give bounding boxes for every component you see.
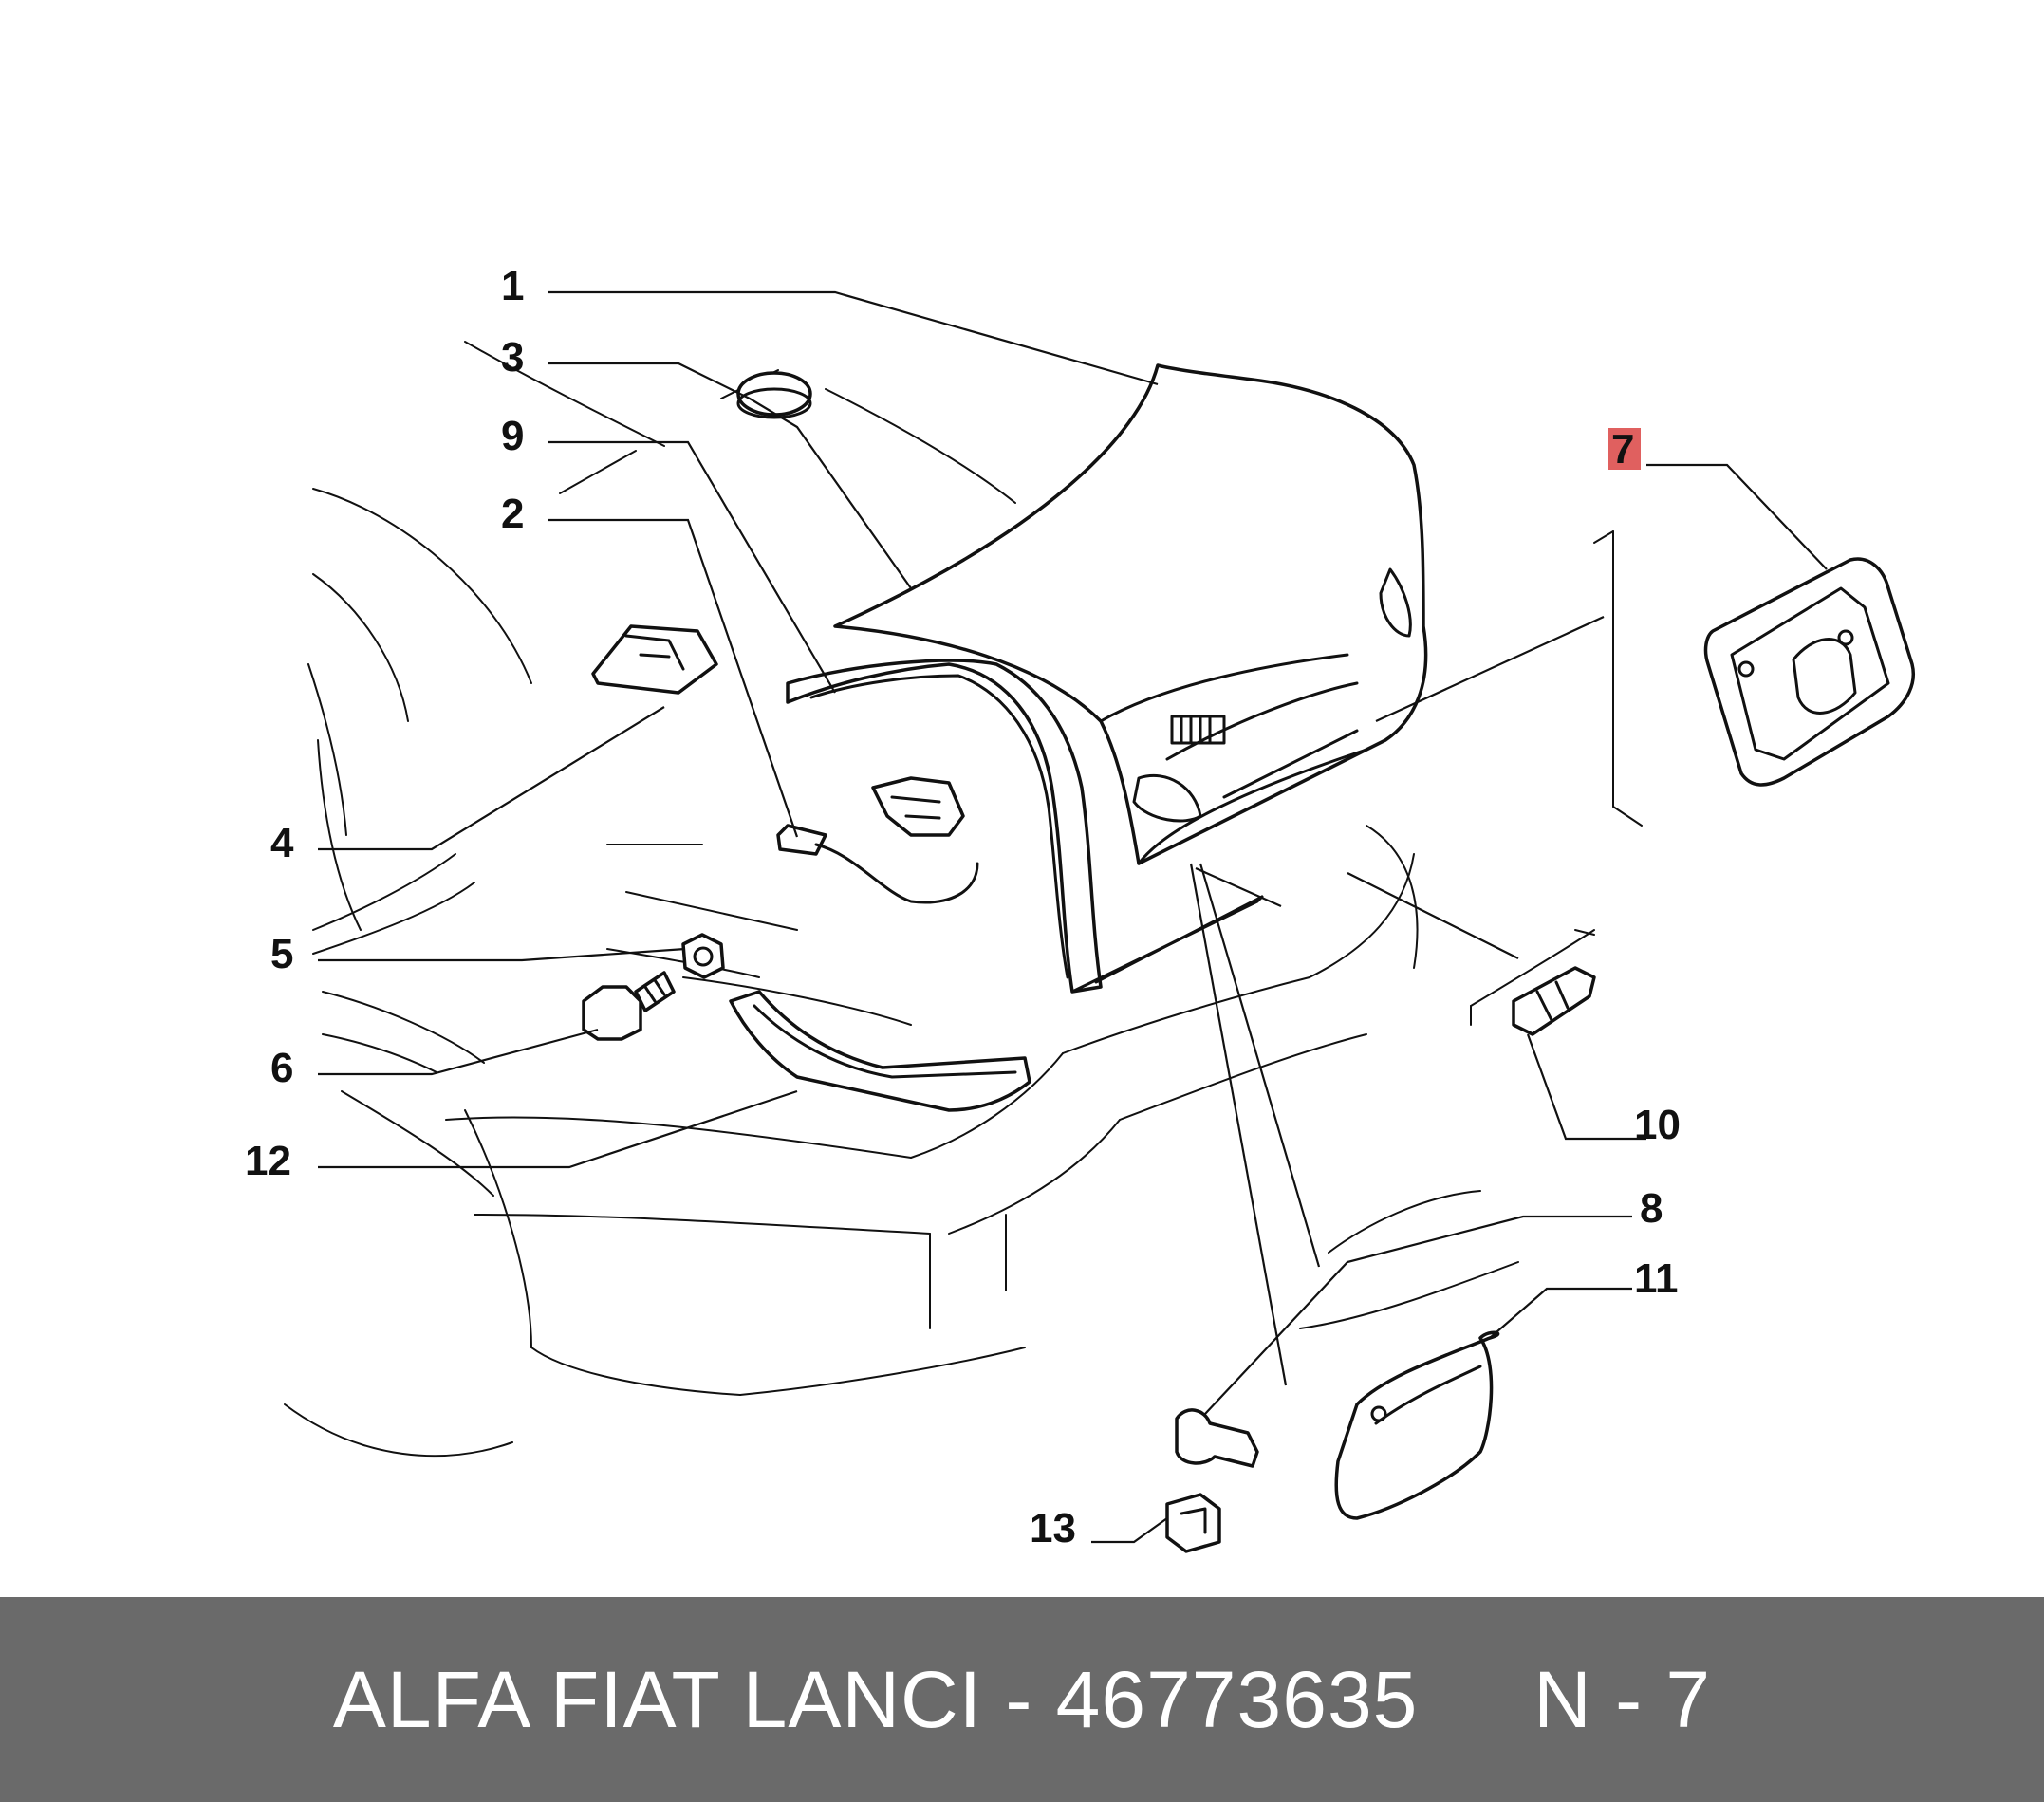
leader-lines [318, 290, 1828, 1544]
footer-part-number: ALFA FIAT LANCI - 46773635 N - 7 [332, 1654, 1712, 1744]
callout-12: 12 [245, 1138, 291, 1184]
callout-10: 10 [1634, 1102, 1681, 1148]
trunk-lid [833, 363, 1428, 865]
callout-11: 11 [1634, 1255, 1679, 1302]
pin-part-8 [1175, 1408, 1259, 1468]
callout-9: 9 [501, 413, 524, 459]
callout-3: 3 [501, 334, 524, 381]
callout-7-highlight [1608, 428, 1641, 470]
clip-part-13 [1165, 1493, 1221, 1553]
callout-2: 2 [501, 491, 524, 537]
latch-part-2 [776, 776, 979, 904]
pad-part-7 [1703, 557, 1915, 787]
callout-5: 5 [270, 931, 293, 977]
parts-diagram: 1 3 9 2 4 5 6 12 7 10 8 11 13 [245, 263, 1915, 1553]
cover-part-11 [1334, 1330, 1500, 1520]
callout-7: 7 [1611, 426, 1634, 473]
switch-part-10 [1512, 966, 1596, 1036]
callout-labels: 1 3 9 2 4 5 6 12 7 10 8 11 13 [245, 263, 1681, 1551]
callout-4: 4 [270, 820, 294, 866]
callout-6: 6 [270, 1045, 293, 1091]
footer-bar: ALFA FIAT LANCI - 46773635 N - 7 [0, 1597, 2044, 1802]
trunk-seal [786, 659, 1264, 994]
bracket-part-4 [591, 624, 718, 695]
callout-13: 13 [1030, 1505, 1076, 1551]
cap-part-3 [736, 371, 812, 419]
callout-1: 1 [501, 263, 524, 309]
callout-8: 8 [1640, 1185, 1663, 1232]
nut-part-5 [681, 933, 725, 979]
trim-part-12 [729, 990, 1031, 1112]
car-body-outline [284, 341, 1643, 1458]
